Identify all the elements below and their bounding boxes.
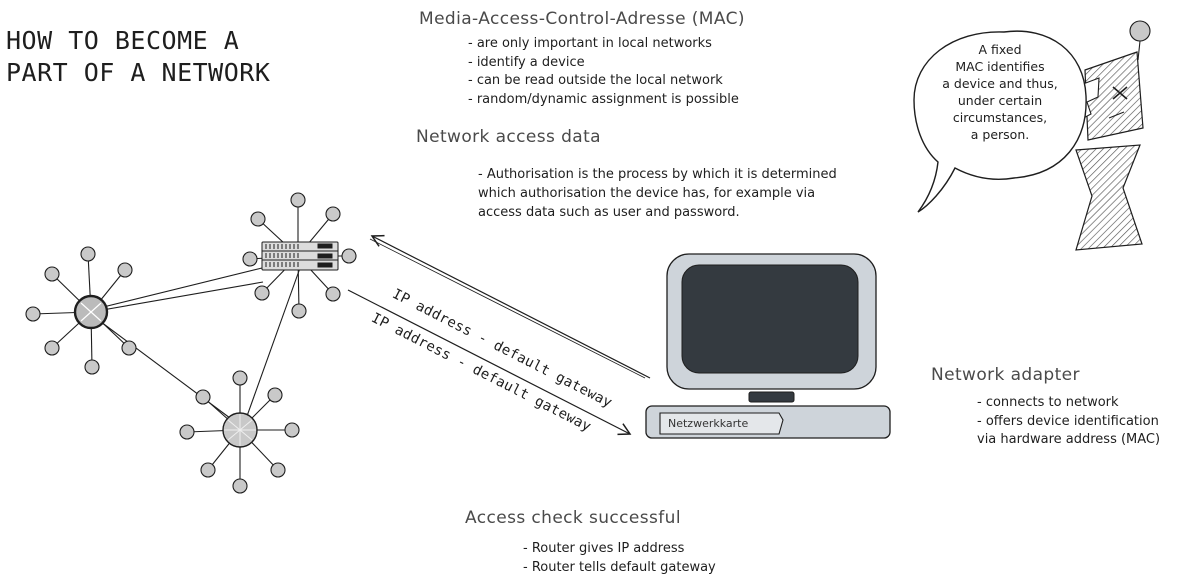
nic-card-shape bbox=[659, 412, 784, 435]
arrow-to-router bbox=[370, 234, 651, 379]
bubble-line: circumstances, bbox=[952, 110, 1048, 125]
mac-heading: Media-Access-Control-Adresse (MAC) bbox=[419, 9, 745, 29]
person-figure bbox=[1075, 20, 1151, 251]
adapter-heading: Network adapter bbox=[931, 365, 1080, 385]
bubble-line: A fixed bbox=[978, 42, 1022, 57]
speech-bubble bbox=[913, 30, 1087, 213]
mac-item: - identify a device bbox=[468, 54, 585, 70]
adapter-line: via hardware address (MAC) bbox=[977, 432, 1161, 447]
bubble-line: MAC identifies bbox=[955, 59, 1045, 74]
router-node bbox=[242, 192, 357, 319]
computer bbox=[645, 253, 891, 439]
page-title-line2: PART OF A NETWORK bbox=[6, 58, 271, 87]
person-head-icon bbox=[1129, 20, 1151, 42]
mac-item: - can be read outside the local network bbox=[468, 73, 723, 88]
hub-node-bottom bbox=[179, 370, 300, 494]
link-hub1-router-2 bbox=[90, 281, 264, 313]
access-check-item: - Router tells default gateway bbox=[523, 560, 716, 575]
access-check-heading: Access check successful bbox=[465, 508, 681, 528]
mac-item: - random/dynamic assignment is possible bbox=[468, 91, 739, 107]
link-hub1-router bbox=[90, 267, 263, 311]
arrows bbox=[347, 234, 651, 436]
hub-node-left bbox=[25, 246, 137, 375]
link-hub2-router bbox=[241, 267, 301, 431]
access-data-line: access data such as user and password. bbox=[478, 205, 740, 220]
bubble-line: a device and thus, bbox=[942, 76, 1058, 91]
access-data-line: which authorisation the device has, for … bbox=[478, 186, 816, 201]
router-icon bbox=[261, 241, 339, 271]
access-data-line: - Authorisation is the process by which … bbox=[478, 167, 837, 182]
access-data-heading: Network access data bbox=[416, 127, 601, 147]
bubble-line: under certain bbox=[957, 93, 1043, 108]
page-title-line1: HOW TO BECOME A bbox=[6, 26, 240, 55]
mac-item: - are only important in local networks bbox=[468, 36, 712, 51]
monitor-stand bbox=[748, 391, 795, 403]
arrow-to-computer bbox=[347, 289, 632, 436]
person-body bbox=[1075, 144, 1143, 251]
eye-cross-icon bbox=[1112, 86, 1128, 100]
adapter-line: - connects to network bbox=[977, 395, 1119, 410]
network-links bbox=[90, 267, 301, 431]
monitor-screen bbox=[681, 264, 859, 374]
link-hub1-hub2 bbox=[92, 315, 239, 425]
nic-label: Netzwerkkarte bbox=[668, 417, 749, 430]
access-check-item: - Router gives IP address bbox=[523, 541, 685, 556]
adapter-line: - offers device identification bbox=[977, 413, 1159, 429]
bubble-line: a person. bbox=[970, 127, 1030, 142]
